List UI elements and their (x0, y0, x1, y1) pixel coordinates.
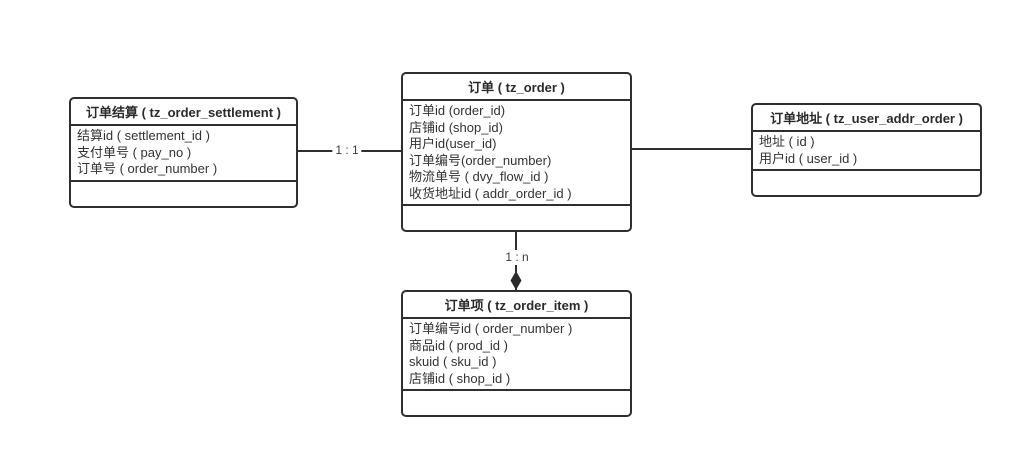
field-row: 物流单号 ( dvy_flow_id ) (409, 169, 549, 184)
relation-label-one-to-n: 1 : n (502, 250, 532, 265)
diamond-arrowhead-icon (510, 271, 522, 290)
entity-order-item[interactable]: 订单项 ( tz_order_item ) 订单编号id ( order_num… (401, 290, 632, 417)
connector-order-address (631, 148, 753, 150)
entity-order-item-fields: 订单编号id ( order_number ) 商品id ( prod_id )… (403, 319, 630, 391)
entity-empty-compartment (403, 206, 630, 230)
entity-order[interactable]: 订单 ( tz_order ) 订单id (order_id) 店铺id (sh… (401, 72, 632, 232)
entity-user-addr-order-fields: 地址 ( id ) 用户id ( user_id ) (753, 132, 980, 171)
entity-user-addr-order-title: 订单地址 ( tz_user_addr_order ) (753, 105, 980, 132)
entity-empty-compartment (71, 182, 296, 206)
field-row: 用户id ( user_id ) (759, 150, 858, 166)
field-row: 店铺id (shop_id) (409, 119, 503, 135)
entity-order-settlement-fields: 结算id ( settlement_id ) 支付单号 ( pay_no ) 订… (71, 126, 296, 182)
field-row: 订单编号id ( order_number ) (409, 321, 573, 336)
entity-empty-compartment (753, 171, 980, 195)
entity-order-settlement-title: 订单结算 ( tz_order_settlement ) (71, 99, 296, 126)
field-row: 收货地址id ( addr_order_id ) (409, 185, 572, 201)
entity-order-item-title: 订单项 ( tz_order_item ) (403, 292, 630, 319)
field-row: 地址 ( id ) (759, 134, 815, 149)
field-row: 订单号 ( order_number ) (77, 161, 218, 176)
entity-empty-compartment (403, 391, 630, 415)
field-row: 支付单号 ( pay_no ) (77, 144, 192, 160)
entity-order-fields: 订单id (order_id) 店铺id (shop_id) 用户id(user… (403, 101, 630, 206)
field-row: 商品id ( prod_id ) (409, 337, 508, 353)
entity-order-settlement[interactable]: 订单结算 ( tz_order_settlement ) 结算id ( sett… (69, 97, 298, 208)
entity-user-addr-order[interactable]: 订单地址 ( tz_user_addr_order ) 地址 ( id ) 用户… (751, 103, 982, 197)
field-row: 店铺id ( shop_id ) (409, 370, 511, 386)
field-row: skuid ( sku_id ) (409, 354, 497, 369)
field-row: 用户id(user_id) (409, 136, 497, 151)
entity-order-title: 订单 ( tz_order ) (403, 74, 630, 101)
field-row: 结算id ( settlement_id ) (77, 128, 210, 143)
relation-label-one-to-one: 1 : 1 (332, 143, 362, 158)
field-row: 订单id (order_id) (409, 103, 506, 118)
field-row: 订单编号(order_number) (409, 152, 552, 168)
